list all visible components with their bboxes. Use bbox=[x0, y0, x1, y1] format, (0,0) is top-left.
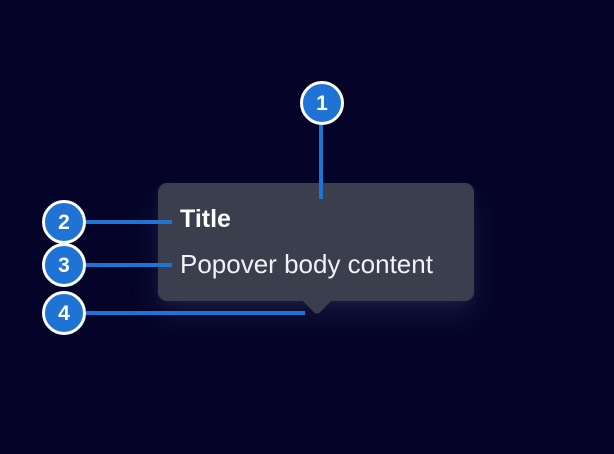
popover-caret bbox=[302, 286, 332, 316]
annotation-marker-4[interactable]: 4 bbox=[42, 291, 86, 335]
connector-line-2 bbox=[86, 220, 172, 224]
marker-label: 2 bbox=[58, 210, 70, 234]
marker-label: 1 bbox=[316, 91, 328, 115]
annotation-marker-3[interactable]: 3 bbox=[42, 243, 86, 287]
connector-line-3 bbox=[86, 263, 172, 267]
annotation-marker-2[interactable]: 2 bbox=[42, 200, 86, 244]
marker-label: 3 bbox=[58, 253, 70, 277]
connector-line-1 bbox=[319, 124, 323, 199]
annotation-marker-1[interactable]: 1 bbox=[300, 81, 344, 125]
popover: Title Popover body content bbox=[158, 183, 474, 316]
popover-title: Title bbox=[180, 205, 231, 233]
popover-body-content: Popover body content bbox=[180, 249, 433, 279]
marker-label: 4 bbox=[58, 301, 70, 325]
connector-line-4 bbox=[86, 311, 305, 315]
